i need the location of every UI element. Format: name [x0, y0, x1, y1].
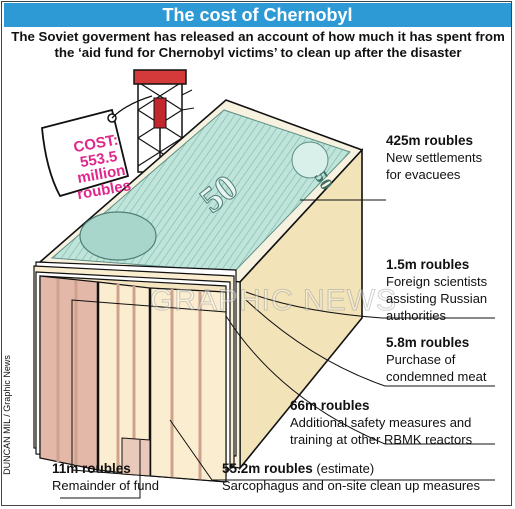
description-line: training at other RBMK reactors [290, 432, 473, 447]
description-line: Foreign scientists [386, 274, 488, 289]
description-line: assisting Russian [386, 291, 488, 306]
description-line: for evacuees [386, 167, 461, 182]
amount-label: 66m roubles [290, 398, 370, 413]
price-tag [41, 95, 153, 198]
page-title: The cost of Chernobyl [162, 5, 353, 25]
money-block: 50 50 [33, 99, 364, 483]
description-line: Sarcophagus and on-site clean up measure… [222, 478, 480, 493]
description-line: Purchase of [386, 352, 456, 367]
leader-line [225, 315, 495, 445]
label-safety-measures: 66m roubles Additional safety measures a… [290, 397, 472, 448]
estimate-note: (estimate) [316, 461, 375, 476]
amount-label: 425m roubles [386, 133, 474, 148]
title-banner: The cost of Chernobyl [4, 3, 511, 27]
leader-line [60, 440, 141, 499]
description-line: New settlements [386, 150, 483, 165]
description-line: authorities [386, 308, 446, 323]
credit-line: DUNCAN MIL / Graphic News [2, 355, 12, 475]
label-foreign-scientists: 1.5m roubles Foreign scientists assistin… [386, 256, 487, 324]
description-line: condemned meat [386, 369, 487, 384]
label-condemned-meat: 5.8m roubles Purchase of condemned meat [386, 334, 486, 385]
amount-label: 55.2m roubles [222, 461, 313, 476]
label-sarcophagus: 55.2m roubles (estimate) Sarcophagus and… [222, 460, 480, 494]
watermark: GRAPHIC NEWS [149, 284, 398, 318]
label-new-settlements: 425m roubles New settlements for evacuee… [386, 132, 482, 183]
amount-label: 11m roubles [52, 461, 131, 476]
subtitle: The Soviet goverment has released an acc… [11, 29, 505, 60]
leader-line [245, 299, 495, 387]
description-line: Additional safety measures and [290, 415, 472, 430]
leader-line [169, 419, 495, 481]
description-line: Remainder of fund [52, 478, 159, 493]
amount-label: 5.8m roubles [386, 335, 470, 350]
label-remainder: 11m roubles Remainder of fund [52, 460, 159, 494]
leader-lines [60, 199, 495, 499]
amount-label: 1.5m roubles [386, 257, 470, 272]
leader-line [245, 291, 495, 319]
